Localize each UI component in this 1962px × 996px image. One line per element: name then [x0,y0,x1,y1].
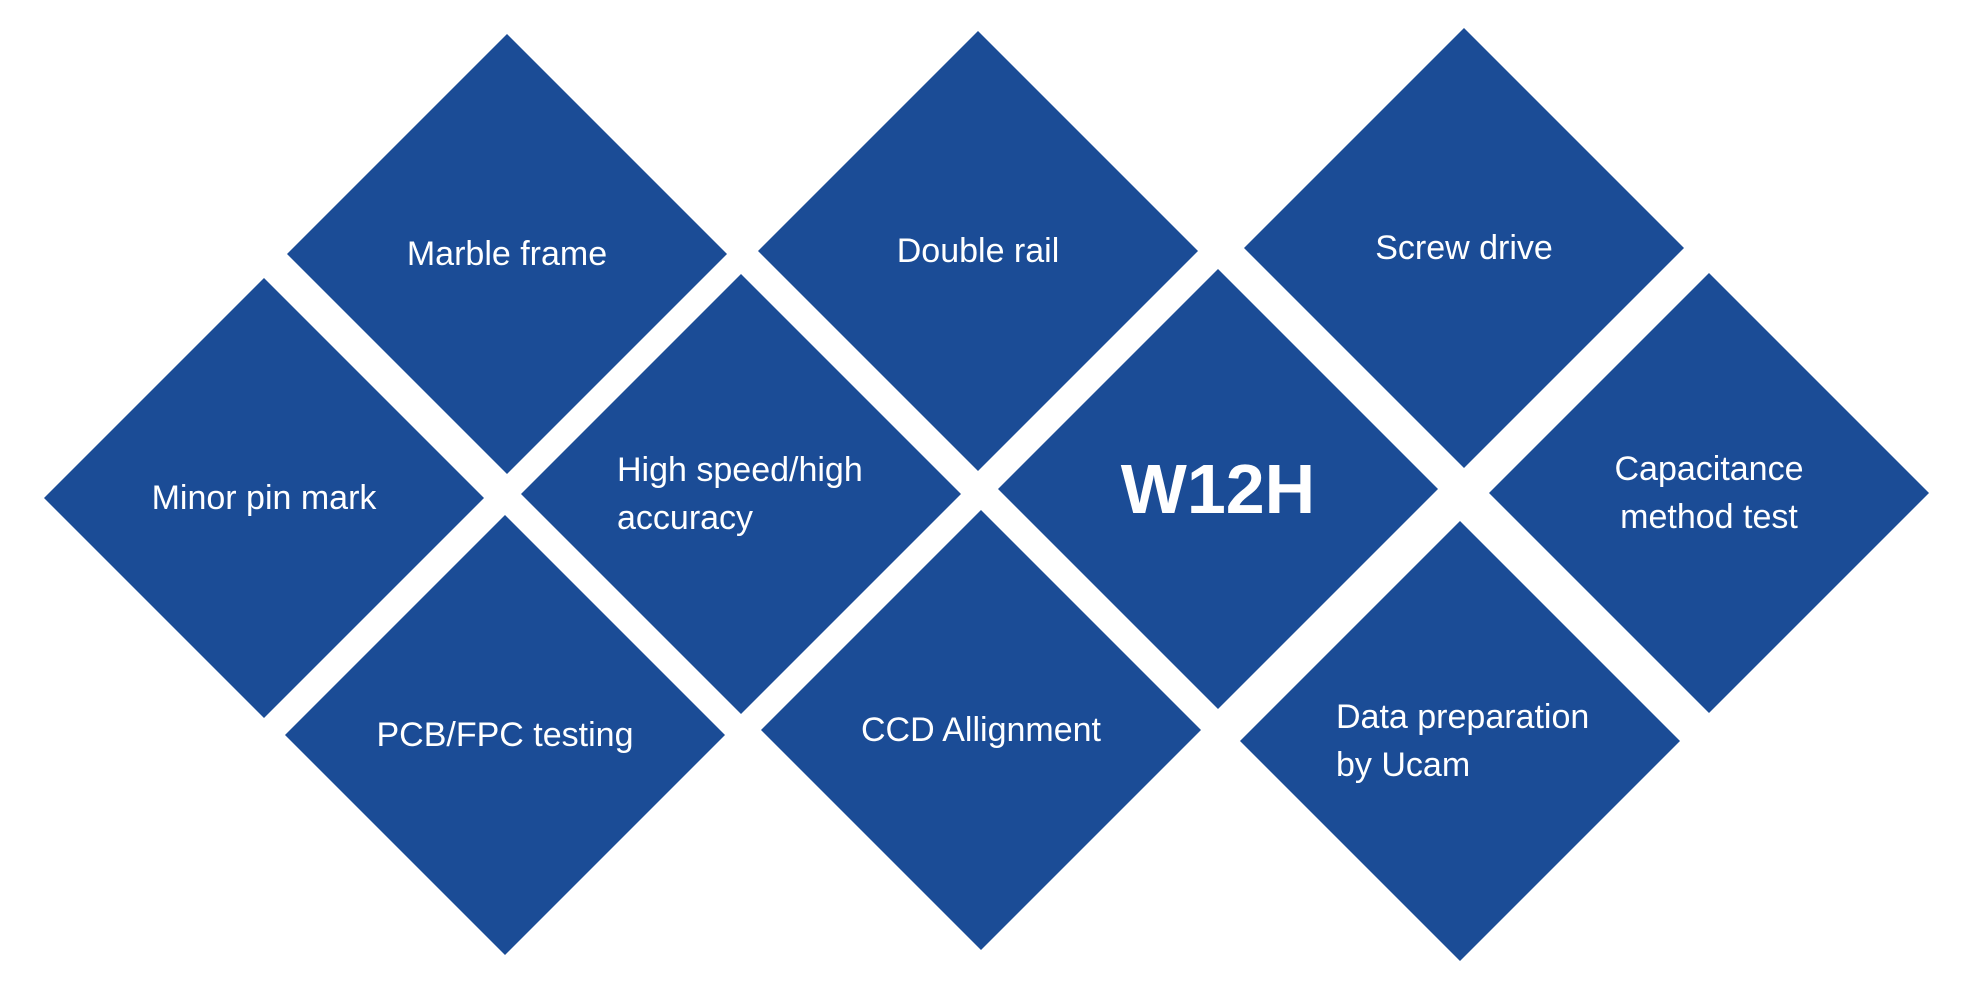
tile-label: Minor pin mark [151,479,377,517]
tile-data-preparation-by-ucam: Data preparation by Ucam [1240,521,1680,961]
tile-label: PCB/FPC testing [376,716,634,754]
tile-label: CCD Allignment [861,711,1101,749]
tile-label: Screw drive [1375,229,1553,267]
tile-label: Capacitance method test [1614,450,1804,536]
tile-label: Double rail [896,232,1060,270]
tile-minor-pin-mark: Minor pin mark [44,278,484,718]
tile-label: Data preparation by Ucam [1336,698,1590,784]
center-title: W12H [1120,450,1316,528]
tile-pcb-fpc-testing: PCB/FPC testing [285,515,725,955]
tile-label: Marble frame [406,235,608,273]
tile-capacitance-method-test: Capacitance method test [1489,273,1929,713]
tile-label: High speed/high accuracy [617,451,863,537]
tile-ccd-allignment: CCD Allignment [761,510,1201,950]
